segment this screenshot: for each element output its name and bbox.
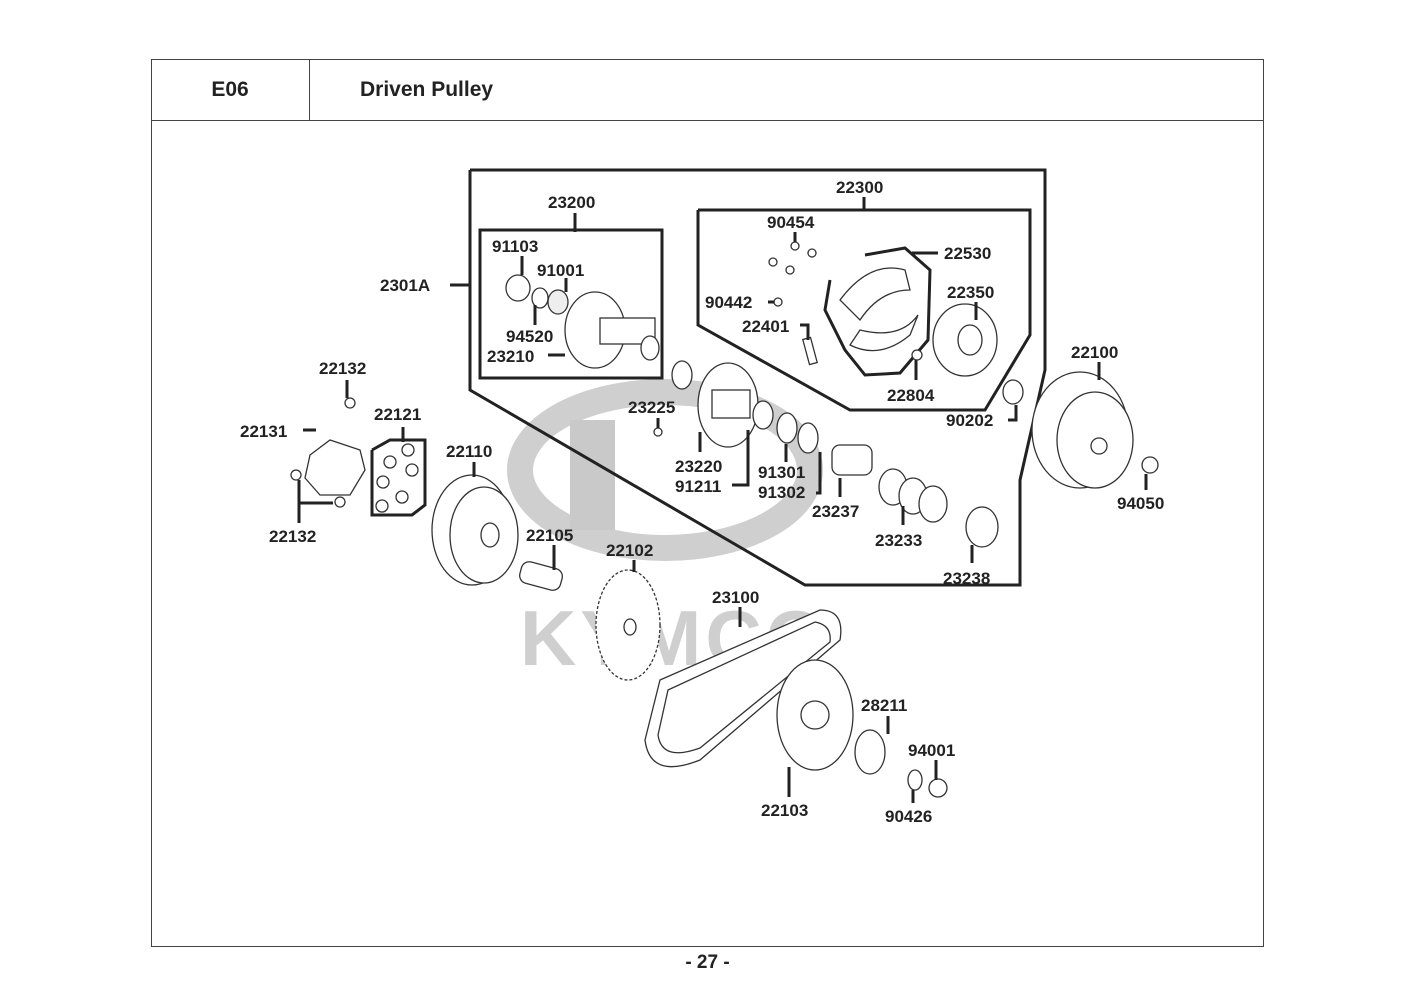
group-outline-2301A xyxy=(468,168,1047,587)
group-outline-23200 xyxy=(478,228,664,380)
label-22100: 22100 xyxy=(1071,343,1118,362)
roller-shape-2 xyxy=(401,443,415,457)
group-outline-22121 xyxy=(370,438,427,517)
roller-shape-5 xyxy=(395,490,409,504)
slider-right-shape xyxy=(334,496,346,508)
label-94520: 94520 xyxy=(506,327,553,346)
watermark-k-stem xyxy=(570,420,615,530)
label-22530: 22530 xyxy=(944,244,991,263)
roller-shape-1 xyxy=(383,455,397,469)
watermark-ring xyxy=(507,379,823,561)
label-22103: 22103 xyxy=(761,801,808,820)
label-28211: 28211 xyxy=(861,696,907,715)
label-90442: 90442 xyxy=(705,293,752,312)
label-22804: 22804 xyxy=(887,386,935,405)
label-22131: 22131 xyxy=(240,422,287,441)
small-part-b xyxy=(785,265,795,275)
label-23238: 23238 xyxy=(943,569,990,588)
leader-lines xyxy=(297,197,1148,803)
leader-22401 xyxy=(800,323,810,340)
group-outline-22530 xyxy=(823,246,932,377)
label-90454: 90454 xyxy=(767,213,815,232)
fixed-sheave-hub xyxy=(711,389,751,419)
label-91301: 91301 xyxy=(758,463,805,482)
roller-shape-4 xyxy=(376,475,390,489)
washer-90426-shape xyxy=(907,769,923,791)
ratchet-shape xyxy=(854,729,886,775)
leader-22132-bottom xyxy=(297,480,333,523)
leader-90202 xyxy=(1008,405,1018,422)
label-22121: 22121 xyxy=(374,405,421,424)
label-22350: 22350 xyxy=(947,283,994,302)
label-90426: 90426 xyxy=(885,807,932,826)
label-90202: 90202 xyxy=(946,411,993,430)
label-22132-bottom: 22132 xyxy=(269,527,316,546)
label-2301A: 2301A xyxy=(380,276,430,295)
label-23100: 23100 xyxy=(712,588,759,607)
nut-90202-shape xyxy=(1002,379,1024,405)
section-code: E06 xyxy=(151,59,310,121)
slider-top-shape xyxy=(344,397,356,409)
drive-belt-inner xyxy=(657,621,831,754)
label-22102: 22102 xyxy=(606,541,653,560)
label-91103: 91103 xyxy=(492,237,538,256)
fan-hub xyxy=(800,700,830,730)
label-22132-top: 22132 xyxy=(319,359,366,378)
label-23225: 23225 xyxy=(628,398,675,417)
small-part-a xyxy=(768,257,778,267)
guide-pin-collar-shape xyxy=(831,444,873,476)
page-title: Driven Pulley xyxy=(310,59,1264,121)
label-91211: 91211 xyxy=(675,477,721,496)
label-22110: 22110 xyxy=(446,442,492,461)
small-part-c xyxy=(807,248,817,258)
label-23237: 23237 xyxy=(812,502,859,521)
label-23200: 23200 xyxy=(548,193,595,212)
starter-gear-hub xyxy=(623,618,637,636)
seal-shape xyxy=(671,360,693,390)
leader-91211 xyxy=(732,430,750,487)
label-23233: 23233 xyxy=(875,531,922,550)
clutch-plate-hub xyxy=(957,324,983,356)
part-shapes xyxy=(290,241,1159,798)
collar-22804-shape xyxy=(911,349,923,361)
oil-seal-91211-shape xyxy=(752,400,774,430)
slider-left-shape xyxy=(290,469,302,481)
part-labels: 23200 91103 91001 94520 23210 2301A 2230… xyxy=(240,178,1164,826)
label-23220: 23220 xyxy=(675,457,722,476)
spring-coil-3 xyxy=(918,485,948,523)
leader-91302 xyxy=(816,452,822,495)
clutch-outer-hub xyxy=(1090,437,1108,455)
collar-22105-shape xyxy=(519,561,563,591)
hub-end-shape xyxy=(640,335,660,361)
spring-seat-shape xyxy=(965,506,999,548)
spring-22401-shape xyxy=(801,336,819,366)
nut-90454-shape xyxy=(790,241,800,251)
drive-face-hub xyxy=(480,522,500,548)
label-23210: 23210 xyxy=(487,347,534,366)
washer-90442-shape xyxy=(773,297,783,307)
clutch-shoe-shape-2 xyxy=(849,314,919,352)
label-22105: 22105 xyxy=(526,526,573,545)
roller-shape-6 xyxy=(375,499,389,513)
pin-23225-shape xyxy=(653,427,663,437)
ramp-plate-shape xyxy=(304,439,366,496)
label-94001: 94001 xyxy=(908,741,955,760)
ball-bearing-shape xyxy=(547,289,569,315)
clutch-shoe-shape-1 xyxy=(839,267,911,322)
o-ring-91301-shape xyxy=(776,412,798,444)
label-22300: 22300 xyxy=(836,178,883,197)
label-94050: 94050 xyxy=(1117,494,1164,513)
nut-94001-shape xyxy=(928,778,948,798)
needle-bearing-shape xyxy=(505,274,531,302)
label-22401: 22401 xyxy=(742,317,789,336)
nut-94050-shape xyxy=(1141,456,1159,474)
label-91001: 91001 xyxy=(537,261,584,280)
o-ring-91302-shape xyxy=(797,422,819,454)
diagram-frame xyxy=(151,59,1264,947)
roller-shape-3 xyxy=(405,463,419,477)
label-91302: 91302 xyxy=(758,483,805,502)
page-number: - 27 - xyxy=(685,952,730,973)
group-outline-22300 xyxy=(696,208,1032,412)
